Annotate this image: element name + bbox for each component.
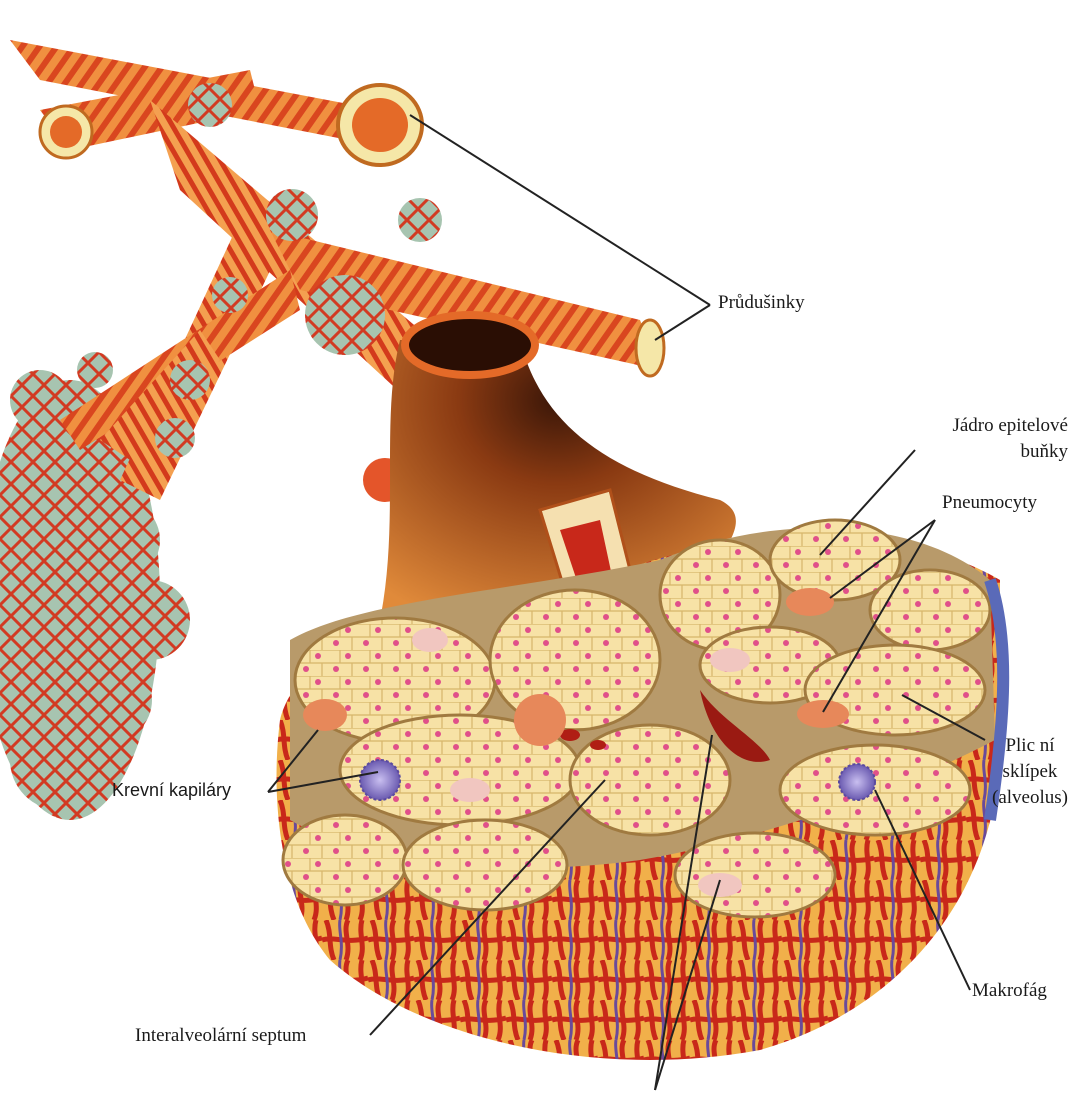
label-septum: Interalveolární septum — [135, 1025, 306, 1047]
label-alveolus-line2: sklípek — [975, 761, 1085, 783]
label-bronchioles: Průdušinky — [718, 292, 805, 314]
label-alveolus-line1: Plic ní — [975, 735, 1085, 757]
label-macrophage: Makrofág — [972, 980, 1047, 1002]
label-pneumocytes: Pneumocyty — [942, 492, 1037, 514]
label-alveolus-line3: (alveolus) — [975, 787, 1085, 809]
label-capillaries: Krevní kapiláry — [112, 779, 231, 801]
label-epithelial-nucleus-line2: buňky — [880, 441, 1068, 463]
label-epithelial-nucleus-line1: Jádro epitelové — [880, 415, 1068, 437]
